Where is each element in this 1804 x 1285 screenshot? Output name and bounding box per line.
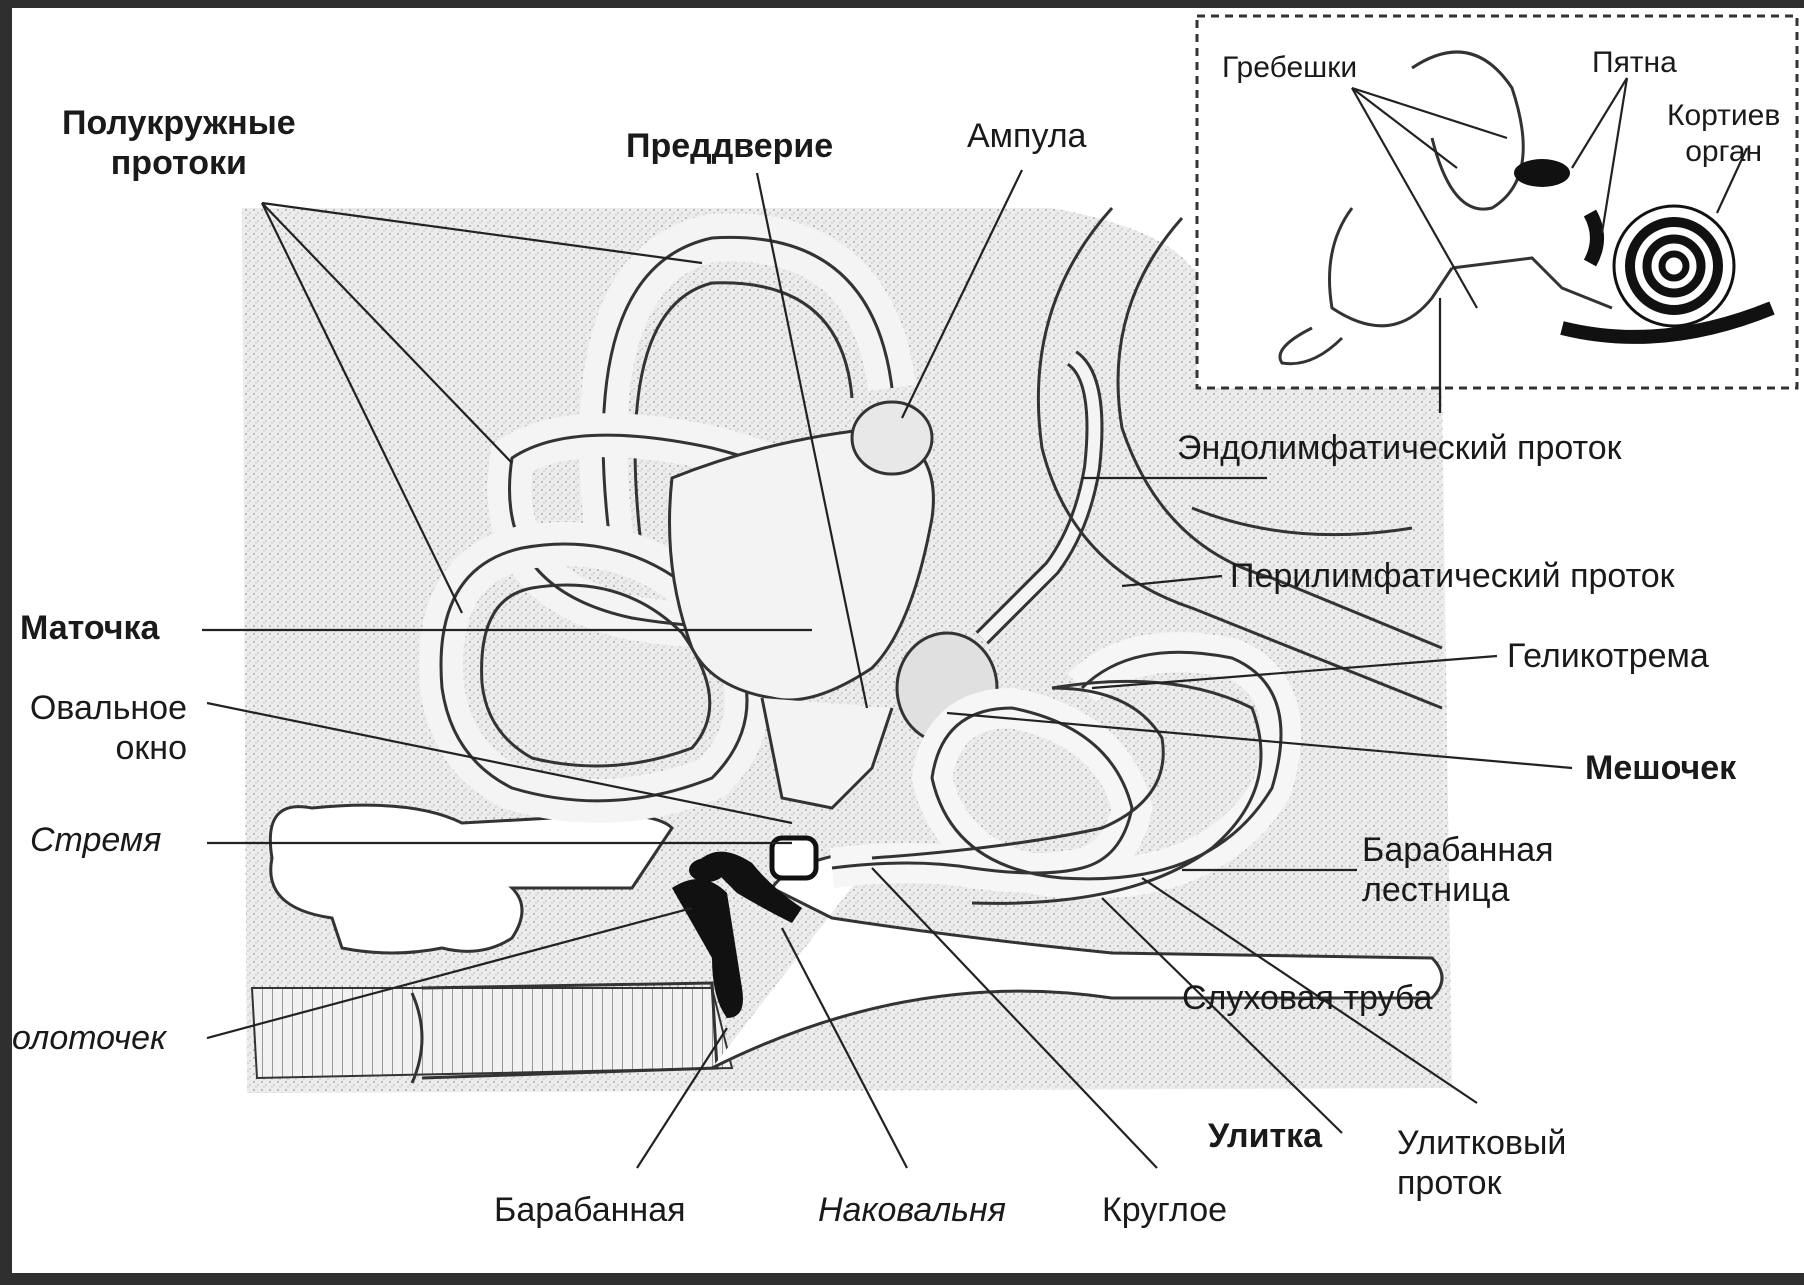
- label-cochlear-duct-line1: Улитковый: [1397, 1123, 1566, 1163]
- label-semicircular-line2: протоки: [62, 143, 296, 183]
- label-incus: Наковальня: [818, 1190, 1006, 1230]
- label-saccule: Мешочек: [1585, 748, 1736, 788]
- label-semicircular-ducts: Полукружные протоки: [62, 103, 296, 183]
- label-helicotrema: Геликотрема: [1507, 636, 1709, 676]
- label-scala-tympani-line1: Барабанная: [1362, 830, 1554, 870]
- label-scala-tympani: Барабанная лестница: [1362, 830, 1554, 910]
- label-tympanic: Барабанная: [494, 1190, 686, 1230]
- label-malleus: олоточек: [12, 1018, 166, 1058]
- inset-label-cristae: Гребешки: [1222, 48, 1357, 88]
- label-cochlea: Улитка: [1208, 1116, 1322, 1156]
- label-oval-window: Овальное окно: [12, 688, 187, 768]
- inset-label-maculae: Пятна: [1592, 43, 1677, 83]
- label-round: Круглое: [1102, 1190, 1227, 1230]
- label-scala-tympani-line2: лестница: [1362, 870, 1554, 910]
- label-oval-window-line1: Овальное: [12, 688, 187, 728]
- label-ampulla: Ампула: [967, 116, 1086, 156]
- inset-label-corti-line1: Кортиев: [1667, 98, 1780, 134]
- diagram-sheet: Полукружные протоки Преддверие Ампула Ма…: [12, 8, 1804, 1273]
- auditory-canal-drawing: [252, 983, 732, 1083]
- label-vestibule: Преддверие: [626, 126, 833, 166]
- label-endolymphatic-duct: Эндолимфатический проток: [1177, 428, 1622, 468]
- label-stapes: Стремя: [30, 820, 161, 860]
- inset-label-corti-line2: орган: [1667, 134, 1780, 170]
- label-utricle: Маточка: [20, 608, 159, 648]
- label-cochlear-duct: Улитковый проток: [1397, 1123, 1566, 1203]
- label-semicircular-line1: Полукружные: [62, 103, 296, 143]
- label-auditory-tube: Слуховая труба: [1182, 978, 1432, 1018]
- label-cochlear-duct-line2: проток: [1397, 1163, 1566, 1203]
- label-oval-window-line2: окно: [12, 728, 187, 768]
- inset-label-corti: Кортиев орган: [1667, 98, 1780, 170]
- label-perilymphatic-duct: Перилимфатический проток: [1230, 556, 1675, 596]
